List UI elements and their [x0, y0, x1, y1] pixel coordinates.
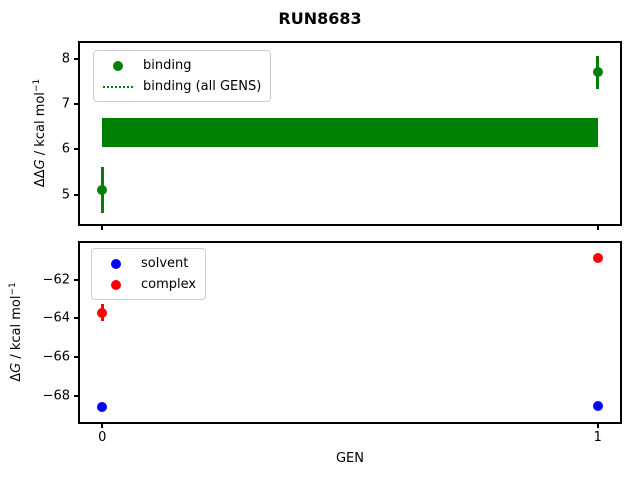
legend-label: solvent [141, 256, 189, 271]
y-tick-label: −66 [42, 349, 70, 365]
y-tick [74, 148, 78, 151]
y-tick [74, 57, 78, 60]
band-binding-all-gens- [102, 117, 598, 148]
x-tick [596, 424, 599, 428]
y-tick-label: −62 [42, 272, 70, 288]
y-tick-label: 8 [61, 51, 70, 67]
y-axis-label-dg: ΔG / kcal mol−1 [8, 282, 24, 382]
y-tick [74, 356, 78, 359]
y-tick-label: −68 [42, 388, 70, 404]
y-tick [74, 103, 78, 106]
legend-label: complex [141, 277, 197, 292]
ylabel-delta-prefix: ΔΔ [33, 169, 49, 188]
lower-plot-axes: solvent complex −62 −64 −66 −68 0 1 [43, 241, 622, 445]
y-axis-label-ddg: ΔΔG / kcal mol−1 [32, 79, 48, 187]
legend-row: binding (all GENS) [103, 76, 261, 97]
lower-plot-legend: solvent complex [91, 248, 207, 300]
data-point-solvent [97, 402, 108, 413]
data-point-binding [592, 67, 603, 78]
y-tick [74, 193, 78, 196]
legend-dot-icon [111, 258, 121, 269]
x-tick-label: 1 [593, 430, 602, 445]
upper-plot-axes: binding binding (all GENS) 8 7 6 5 [62, 41, 622, 230]
y-tick-label: −64 [42, 310, 70, 326]
data-point-binding [97, 185, 108, 196]
legend-row: binding [103, 55, 261, 76]
y-tick [74, 317, 78, 320]
legend-dot-icon [103, 60, 133, 71]
legend-dotted-line-icon [103, 85, 133, 88]
legend-label: binding [143, 58, 192, 73]
x-tick-label: 0 [98, 430, 107, 445]
legend-label: binding (all GENS) [143, 79, 262, 94]
y-tick-label: 7 [61, 96, 70, 112]
legend-row: complex [101, 274, 196, 295]
x-axis-label: GEN [335, 451, 364, 466]
y-tick [74, 394, 78, 397]
ylabel-symbol: G [33, 159, 49, 170]
legend-dot-icon [113, 60, 123, 71]
ylabel-exponent: −1 [7, 282, 18, 296]
legend-dot-icon [101, 258, 131, 269]
legend-dot-icon [101, 279, 131, 290]
x-tick [101, 226, 104, 230]
data-point-complex [97, 307, 108, 318]
data-point-solvent [592, 400, 603, 411]
legend-dot-icon [111, 279, 121, 290]
y-tick-label: 6 [61, 141, 70, 157]
legend-dotted-line-icon [103, 85, 133, 88]
ylabel-delta-prefix: Δ [9, 372, 25, 382]
data-point-complex [592, 253, 603, 264]
x-tick [101, 424, 104, 428]
ylabel-exponent: −1 [31, 78, 42, 93]
y-tick [74, 278, 78, 281]
x-tick [596, 226, 599, 230]
upper-plot-legend: binding binding (all GENS) [93, 50, 272, 102]
y-tick-label: 5 [61, 187, 70, 203]
figure-title: RUN8683 [278, 9, 362, 28]
legend-row: solvent [101, 253, 196, 274]
